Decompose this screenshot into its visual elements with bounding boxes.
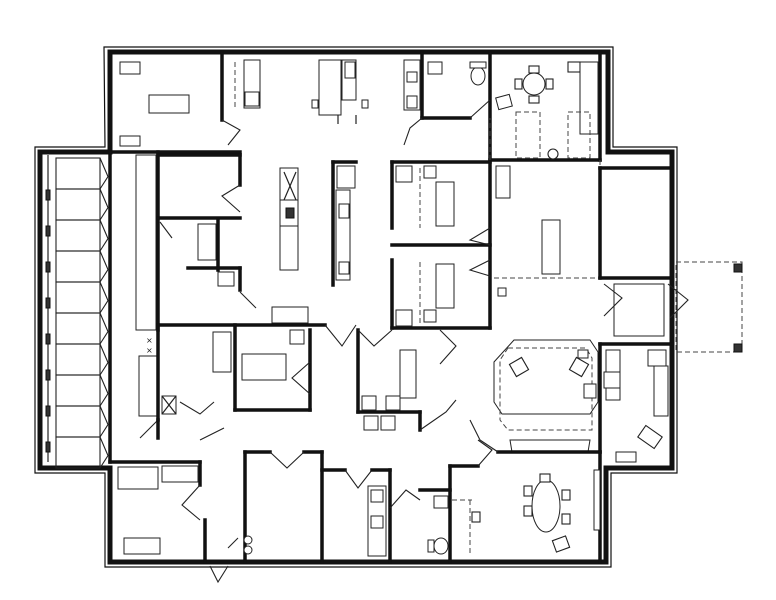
stall — [55, 250, 101, 283]
window-mark — [45, 225, 51, 237]
lower-left-rooms — [156, 153, 327, 422]
symbol-mark: ⨯ — [146, 336, 153, 345]
top-left-office — [108, 50, 261, 154]
center-lower-office — [356, 328, 457, 432]
desk — [148, 94, 190, 114]
stall-door — [99, 281, 109, 314]
nurse-station — [493, 339, 599, 453]
stall-door — [99, 219, 109, 252]
stall-door — [99, 374, 109, 407]
right-open-area — [494, 160, 604, 297]
bottom-row-rooms — [108, 450, 481, 584]
far-right-bay — [598, 166, 743, 353]
window-mark — [45, 441, 51, 453]
stall — [55, 436, 101, 469]
stall-door — [99, 436, 109, 469]
oval-table — [531, 479, 561, 533]
stall — [55, 405, 101, 438]
round-table — [522, 72, 546, 96]
stall — [55, 219, 101, 252]
bathtub — [117, 466, 159, 490]
window-mark — [45, 369, 51, 381]
stall-door — [99, 343, 109, 376]
center-lab — [271, 160, 358, 324]
center-right-offices — [390, 160, 492, 330]
stall-door — [99, 250, 109, 283]
corridor-details — [139, 418, 499, 453]
stall-row — [45, 157, 109, 469]
stall-door — [99, 188, 109, 221]
left-corridor: ⨯ ⨯ — [135, 150, 160, 417]
exam-room-lower — [233, 324, 357, 412]
stall — [55, 281, 101, 314]
window-mark — [45, 333, 51, 345]
stall-door — [99, 405, 109, 438]
stall-door — [99, 312, 109, 345]
conference-room — [488, 50, 602, 162]
exterior-walls — [34, 46, 678, 568]
bottom-right-meeting-room — [448, 439, 602, 564]
stall — [55, 374, 101, 407]
stall — [55, 312, 101, 345]
left-stall-bay — [45, 150, 112, 469]
stall — [55, 343, 101, 376]
stall — [55, 157, 101, 190]
canopy-outline — [675, 261, 743, 353]
window-mark — [45, 189, 51, 201]
top-center-stations — [311, 59, 369, 124]
top-right-rooms — [403, 50, 492, 162]
window-mark — [45, 261, 51, 273]
stall — [55, 188, 101, 221]
symbol-mark: ⨯ — [146, 346, 153, 355]
window-mark — [45, 297, 51, 309]
window-mark — [45, 405, 51, 417]
stall-door — [99, 157, 109, 190]
right-lower-office — [598, 342, 674, 463]
